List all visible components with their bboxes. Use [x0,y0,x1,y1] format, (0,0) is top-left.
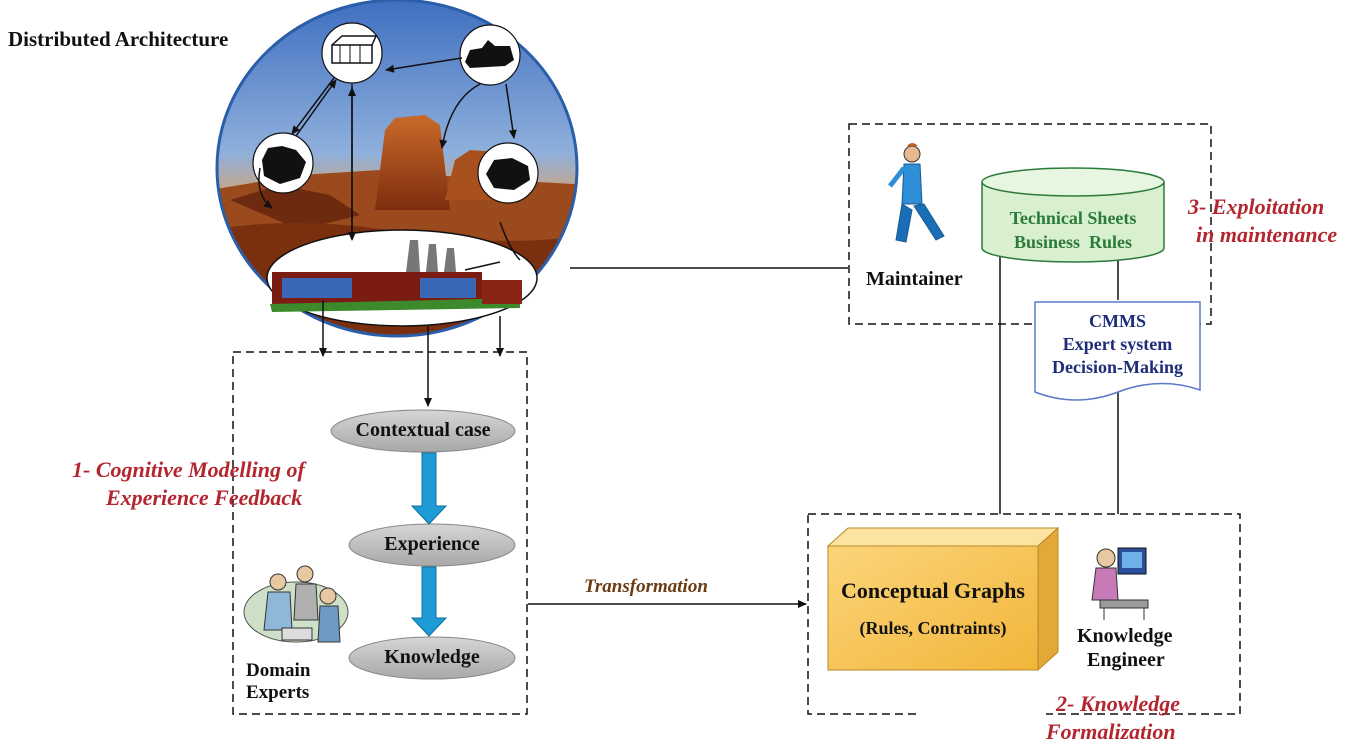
stage3-box [848,123,1212,325]
business-rules-database [981,167,1165,263]
network-arrows [258,57,521,271]
document-line1: CMMS [1089,311,1146,331]
stage1-label-line2: Experience Feedback [106,485,303,510]
domain-experts-label-line1: Domain [246,660,311,681]
machine-icon [262,146,306,184]
node-knowledge [348,636,516,680]
conceptual-graphs-title: Conceptual Graphs [841,578,1025,603]
machine-icon [465,40,514,68]
maintainer-label: Maintainer [866,268,963,290]
node-contextual-case [330,409,516,453]
knowledge-engineer-label-line2: Engineer [1087,649,1165,671]
database-line1: Technical Sheets [1009,208,1137,228]
node-experience-label: Experience [384,533,480,555]
building-node [321,22,383,84]
domain-experts-icon [243,565,349,643]
factory-icon [270,240,522,312]
knowledge-engineer-icon [1091,547,1149,620]
node-knowledge-label: Knowledge [384,646,480,668]
stage3-label-line2: in maintenance [1196,222,1338,247]
flow-arrows [410,452,448,637]
document-line2: Expert system [1062,334,1173,354]
stage1-label-line1: 1- Cognitive Modelling of [72,457,305,482]
machine-icon [486,158,530,190]
stage1-box [232,351,528,715]
stage2-box [807,513,1241,715]
domain-experts-label-line2: Experts [246,682,310,703]
conceptual-graphs-subtitle: (Rules, Contraints) [859,618,1007,638]
building-icon [331,35,378,64]
document-line3: Decision-Making [1051,357,1183,377]
stage3-label-line1: 3- Exploitation [1188,194,1325,219]
distributed-architecture-globe [215,0,579,338]
diagram-title: Distributed Architecture [8,27,229,51]
node-experience [348,523,516,567]
stage2-label-line2: Formalization [1046,719,1176,744]
transformation-label: Transformation [584,576,708,597]
stage2-label-line1: 2- Knowledge [1056,691,1181,716]
conceptual-graphs-box [826,526,1060,672]
globe-to-stage1-arrows [319,300,504,407]
database-line2: Business Rules [1013,232,1133,252]
node-contextual-case-label: Contextual case [355,419,491,441]
decision-document [1034,301,1201,401]
maintainer-icon [888,143,945,243]
knowledge-engineer-label-line1: Knowledge [1077,625,1173,647]
